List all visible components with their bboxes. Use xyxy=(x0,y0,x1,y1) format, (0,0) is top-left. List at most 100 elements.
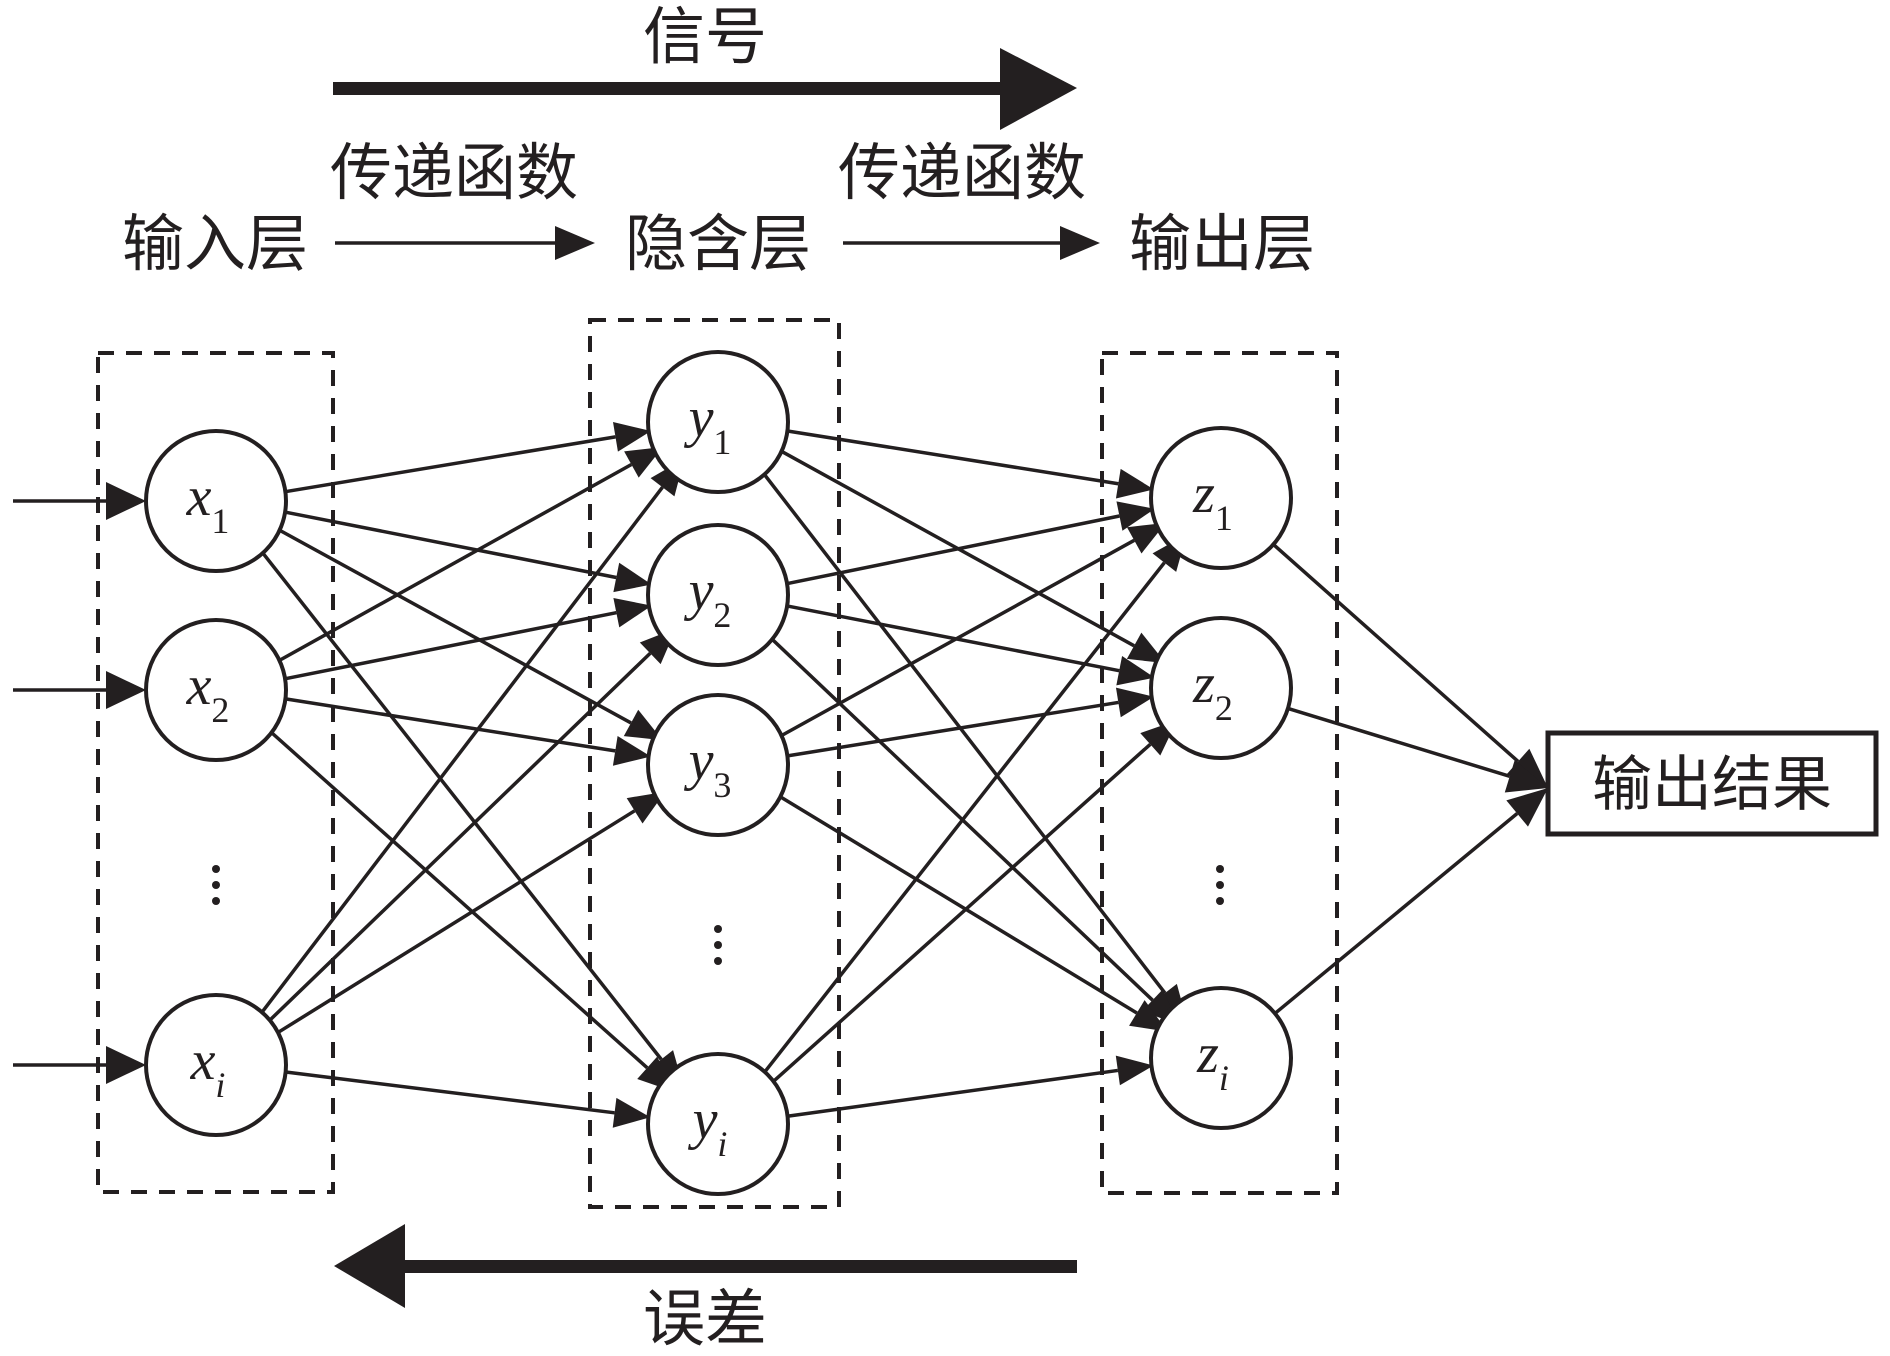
hidden-output-edge-3-2-head xyxy=(1115,687,1154,718)
input-hidden-edge-2-3 xyxy=(282,696,651,766)
output-node-z2: z2 xyxy=(1149,616,1293,760)
hidden-output-edge-2-1-head xyxy=(1116,501,1155,531)
neuron-subscript: i xyxy=(1219,1058,1229,1098)
hidden-output-edge-2-1-line xyxy=(783,514,1120,586)
hidden-output-edge-4-2 xyxy=(760,720,1178,1094)
signal-arrow-head xyxy=(1000,48,1077,130)
neuron-circle xyxy=(1149,986,1293,1130)
input-layer-ellipsis xyxy=(212,865,220,905)
neuron-subscript: 2 xyxy=(211,690,229,730)
error-label: 误差 xyxy=(643,1282,767,1355)
hidden-output-edge-1-2-line xyxy=(772,445,1135,648)
signal-arrow-shaft xyxy=(333,82,1005,95)
input-hidden-edge-2-2-line xyxy=(282,610,617,682)
output-result-edge-1-head xyxy=(1506,748,1548,788)
external-input-arrow-2-head xyxy=(106,671,146,709)
output-result-edge-2-line xyxy=(1287,706,1511,778)
hidden-output-edge-3-1-head xyxy=(1126,522,1166,554)
input-hidden-edge-1-2-head xyxy=(613,562,652,593)
input-hidden-edge-1-2 xyxy=(282,509,652,593)
input-hidden-edge-2-4 xyxy=(258,720,675,1092)
hidden-output-edge-2-2 xyxy=(784,603,1155,686)
neuron-variable: z xyxy=(1196,1023,1219,1085)
output-layer-ellipsis xyxy=(1216,865,1224,905)
layer-arrow-hidden-output xyxy=(843,226,1100,260)
hidden-output-edge-4-3-line xyxy=(785,1068,1119,1119)
input-hidden-edge-3-4-line xyxy=(283,1070,615,1115)
neuron-subscript: i xyxy=(717,1124,727,1164)
output-result-edge-1-line xyxy=(1272,543,1520,763)
output-result: 输出结果 xyxy=(1545,730,1879,837)
output-node-zi: zi xyxy=(1149,986,1293,1130)
input-hidden-edge-1-1-head xyxy=(613,422,651,452)
neuron-variable: y xyxy=(684,387,714,449)
neuron-label: x1 xyxy=(186,466,230,541)
neuron-circle xyxy=(144,618,288,762)
hidden-node-y3: y3 xyxy=(646,693,790,837)
output-result-box xyxy=(1545,730,1879,837)
output-result-edge-1 xyxy=(1272,543,1548,788)
neuron-circle xyxy=(144,993,288,1137)
hidden-output-edge-4-2-line xyxy=(760,742,1152,1094)
hidden-node-y1: y1 xyxy=(646,350,790,494)
neuron-label: yi xyxy=(688,1089,728,1164)
hidden-layer-ellipsis xyxy=(714,925,722,965)
hidden-output-edge-1-1-line xyxy=(784,428,1119,486)
hidden-output-edge-1-3-line xyxy=(750,457,1167,995)
neuron-label: y3 xyxy=(684,730,732,805)
input-hidden-edge-3-3-line xyxy=(267,809,636,1040)
output-result-edge-3-head xyxy=(1506,788,1548,827)
output-result-edge-2-head xyxy=(1504,760,1548,793)
neuron-subscript: 1 xyxy=(1215,498,1233,538)
input-hidden-edge-1-2-line xyxy=(282,509,617,580)
external-input-arrow-2 xyxy=(13,671,146,709)
hidden-output-edge-3-3-line xyxy=(770,789,1138,1015)
neuron-variable: x xyxy=(186,655,212,717)
input-hidden-edge-2-4-line xyxy=(258,720,649,1070)
input-node-x1: x1 xyxy=(144,429,288,573)
neuron-circle xyxy=(1149,616,1293,760)
external-input-arrow-3 xyxy=(13,1046,146,1084)
connections xyxy=(13,422,1548,1128)
neuron-label: x2 xyxy=(186,655,230,730)
neuron-label: y1 xyxy=(684,387,732,462)
neuron-subscript: 3 xyxy=(713,765,731,805)
hidden-output-edge-4-3 xyxy=(785,1055,1154,1119)
neuron-variable: x xyxy=(186,466,212,528)
input-hidden-edge-2-1-line xyxy=(270,462,633,667)
output-layer-label: 输出层 xyxy=(1129,207,1315,280)
input-hidden-edge-3-4 xyxy=(283,1070,651,1128)
neuron-circle xyxy=(144,429,288,573)
signal-label: 信号 xyxy=(643,0,767,73)
layer-arrow-input-hidden xyxy=(335,226,595,260)
input-hidden-edge-3-4-head xyxy=(612,1097,651,1128)
hidden-output-edge-2-2-head xyxy=(1116,655,1155,686)
neuron-subscript: 2 xyxy=(713,595,731,635)
signal-arrow xyxy=(333,48,1077,130)
neuron-label: zi xyxy=(1196,1023,1229,1098)
input-hidden-edge-2-1-head xyxy=(624,446,663,478)
output-result-label: 输出结果 xyxy=(1592,750,1832,820)
external-input-arrow-1 xyxy=(13,482,146,520)
external-input-arrow-1-head xyxy=(106,482,146,520)
neuron-subscript: 2 xyxy=(1215,688,1233,728)
input-hidden-edge-1-3-head xyxy=(623,709,663,741)
hidden-output-edge-3-2-line xyxy=(784,700,1119,759)
neuron-circle xyxy=(646,523,790,667)
neuron-label: z2 xyxy=(1192,653,1233,728)
neuron-circle xyxy=(646,350,790,494)
error-arrow-shaft xyxy=(400,1260,1077,1273)
hidden-output-edge-2-2-line xyxy=(784,603,1120,673)
hidden-output-edge-1-3 xyxy=(750,457,1187,1022)
input-hidden-edge-3-1-line xyxy=(248,486,664,1030)
hidden-output-edge-4-3-head xyxy=(1115,1055,1154,1086)
hidden-output-edge-3-1-line xyxy=(772,538,1136,742)
hidden-output-edge-4-1-line xyxy=(751,561,1166,1089)
input-hidden-edge-1-3-line xyxy=(270,524,632,725)
hidden-output-edge-2-1 xyxy=(783,501,1155,586)
input-hidden-edge-2-2 xyxy=(282,597,652,682)
neuron-circle xyxy=(646,1052,790,1196)
hidden-output-edge-1-1-head xyxy=(1115,468,1154,499)
